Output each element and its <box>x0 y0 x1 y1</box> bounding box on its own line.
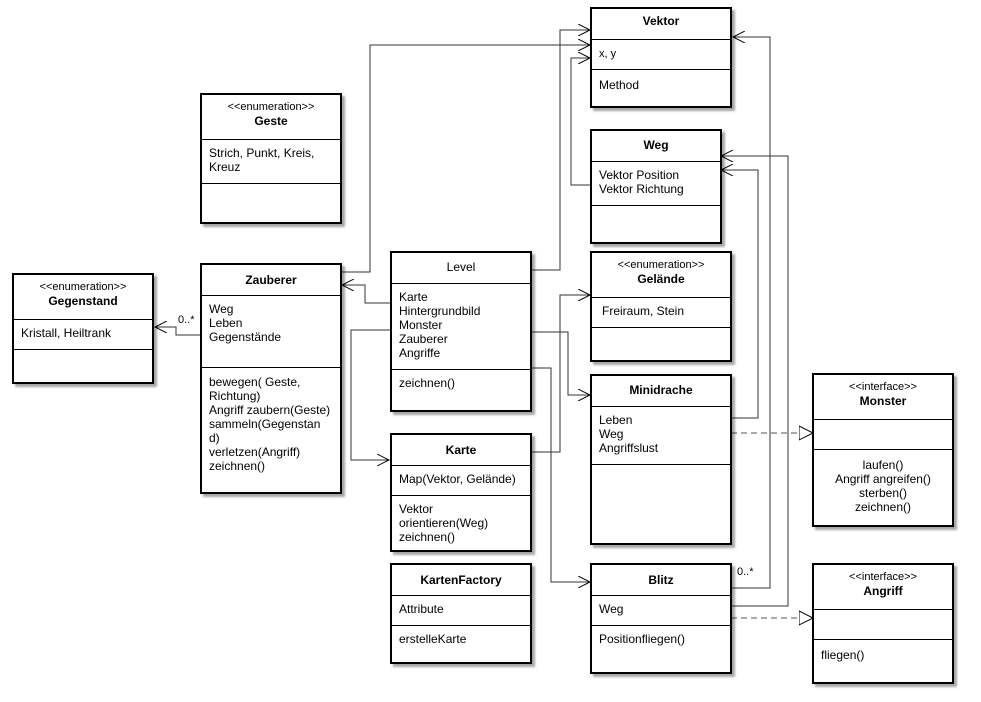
class-level[interactable]: Level Karte Hintergrundbild Monster Zaub… <box>390 251 532 412</box>
attributes: Vektor Position Vektor Richtung <box>592 161 720 205</box>
methods: bewegen( Geste, Richtung) Angriff zauber… <box>202 367 340 492</box>
attributes: Weg Leben Gegenstände <box>202 295 340 367</box>
assoc-minidrache-weg <box>721 170 759 419</box>
multiplicity-blitz: 0..* <box>737 566 754 578</box>
class-name: Weg <box>643 138 669 152</box>
class-name: Gegenstand <box>48 294 118 308</box>
assoc-level-minidrache <box>531 331 590 395</box>
methods: zeichnen() <box>392 369 530 410</box>
assoc-level-vektor <box>531 30 590 271</box>
class-gegenstand[interactable]: <<enumeration>> Gegenstand Kristall, Hei… <box>12 273 154 384</box>
class-blitz[interactable]: Blitz Weg Positionfliegen() <box>590 563 732 674</box>
class-name: Angriff <box>863 584 903 598</box>
class-name: KartenFactory <box>420 573 502 587</box>
assoc-level-zauberer <box>342 285 391 304</box>
multiplicity-gegenstand: 0..* <box>178 314 195 326</box>
attributes: x, y <box>592 39 730 69</box>
stereotype: <<enumeration>> <box>227 101 315 113</box>
class-name: Level <box>446 260 476 274</box>
class-vektor[interactable]: Vektor x, y Method <box>590 7 732 108</box>
assoc-zauberer-vektor <box>342 45 590 273</box>
methods <box>592 464 730 543</box>
attributes: Strich, Punkt, Kreis, Kreuz <box>202 139 340 183</box>
attributes <box>814 419 952 449</box>
class-kartenfactory[interactable]: KartenFactory Attribute erstelleKarte <box>390 563 532 664</box>
assoc-karte-gelaende <box>531 295 590 453</box>
class-angriff[interactable]: <<interface>> Angriff fliegen() <box>812 563 954 684</box>
class-geste[interactable]: <<enumeration>> Geste Strich, Punkt, Kre… <box>200 93 342 224</box>
attributes: Freiraum, Stein <box>592 297 730 327</box>
methods <box>202 183 340 222</box>
methods: Method <box>592 69 730 106</box>
attributes: Leben Weg Angriffslust <box>592 406 730 464</box>
attributes: Karte Hintergrundbild Monster Zauberer A… <box>392 283 530 369</box>
attributes: Weg <box>592 595 730 625</box>
class-name: Karte <box>445 443 477 457</box>
methods: laufen() Angriff angreifen() sterben() z… <box>814 449 952 525</box>
class-zauberer[interactable]: Zauberer Weg Leben Gegenstände bewegen( … <box>200 263 342 494</box>
methods: Positionfliegen() <box>592 625 730 672</box>
methods <box>592 327 730 360</box>
class-name: Monster <box>859 394 907 408</box>
methods: fliegen() <box>814 639 952 682</box>
attributes: Attribute <box>392 595 530 625</box>
assoc-level-blitz <box>531 367 590 582</box>
attributes <box>814 609 952 639</box>
attributes: Map(Vektor, Gelände) <box>392 465 530 495</box>
class-name: Blitz <box>648 573 674 587</box>
assoc-blitz-vektor <box>731 37 771 589</box>
methods: erstelleKarte <box>392 625 530 662</box>
assoc-level-karte <box>350 329 391 460</box>
class-gelaende[interactable]: <<enumeration>> Gelände Freiraum, Stein <box>590 251 732 362</box>
class-name: Geste <box>254 114 288 128</box>
assoc-zauberer-gegenstand <box>155 327 201 336</box>
class-name: Zauberer <box>245 273 297 287</box>
class-weg[interactable]: Weg Vektor Position Vektor Richtung <box>590 129 722 244</box>
class-name: Gelände <box>637 272 685 286</box>
stereotype: <<enumeration>> <box>617 259 705 271</box>
class-name: Vektor <box>642 14 680 28</box>
stereotype: <<interface>> <box>849 381 917 393</box>
methods <box>592 205 720 242</box>
class-name: Minidrache <box>629 383 693 397</box>
attributes: Kristall, Heiltrank <box>14 319 152 349</box>
class-monster[interactable]: <<interface>> Monster laufen() Angriff a… <box>812 373 954 527</box>
assoc-weg-vektor <box>570 58 591 186</box>
methods <box>14 349 152 382</box>
assoc-blitz-weg <box>721 156 789 607</box>
stereotype: <<interface>> <box>849 571 917 583</box>
class-minidrache[interactable]: Minidrache Leben Weg Angriffslust <box>590 374 732 545</box>
stereotype: <<enumeration>> <box>39 281 127 293</box>
methods: Vektor orientieren(Weg) zeichnen() <box>392 495 530 550</box>
class-karte[interactable]: Karte Map(Vektor, Gelände) Vektor orient… <box>390 433 532 552</box>
